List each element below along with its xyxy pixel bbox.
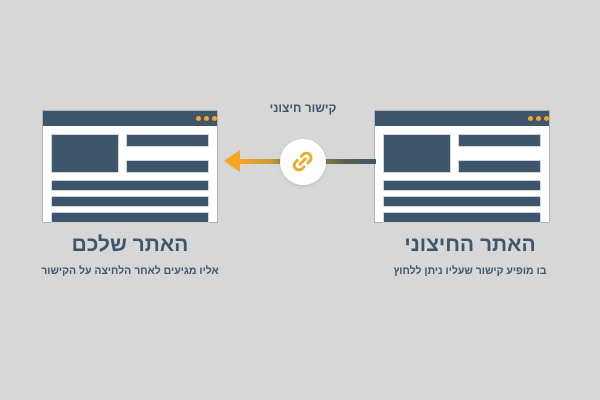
link-icon bbox=[290, 149, 316, 175]
browser-titlebar bbox=[43, 111, 217, 126]
body-text-line-2 bbox=[51, 196, 209, 207]
body-text-line-1 bbox=[51, 180, 209, 191]
link-badge bbox=[280, 139, 326, 185]
dot-minimize-icon bbox=[536, 116, 541, 121]
external-site-caption: האתר החיצוני בו מופיע קישור שעליו ניתן ל… bbox=[350, 232, 590, 279]
content-top-row bbox=[51, 134, 209, 173]
side-text-line-2 bbox=[126, 160, 209, 173]
side-text-line-2 bbox=[458, 160, 541, 173]
side-text-column bbox=[458, 134, 541, 173]
page-content bbox=[43, 126, 217, 224]
dot-close-icon bbox=[196, 116, 201, 121]
hero-image-placeholder bbox=[383, 134, 451, 173]
connector-line-left bbox=[238, 159, 286, 164]
your-site-caption: האתר שלכם אליו מגיעים לאחר הלחיצה על הקי… bbox=[10, 232, 250, 279]
external-site-window bbox=[374, 110, 550, 223]
dot-maximize-icon bbox=[212, 116, 217, 121]
side-text-line-1 bbox=[126, 134, 209, 147]
page-content bbox=[375, 126, 549, 224]
dot-maximize-icon bbox=[544, 116, 549, 121]
window-control-dots bbox=[528, 116, 549, 121]
body-text-line-1 bbox=[383, 180, 541, 191]
hero-image-placeholder bbox=[51, 134, 119, 173]
body-text-line-2 bbox=[383, 196, 541, 207]
external-site-subtitle: בו מופיע קישור שעליו ניתן ללחוץ bbox=[393, 265, 547, 278]
side-text-column bbox=[126, 134, 209, 173]
body-text-line-3 bbox=[383, 212, 541, 223]
window-control-dots bbox=[196, 116, 217, 121]
arrow-left-icon bbox=[224, 150, 240, 172]
your-site-window bbox=[42, 110, 218, 223]
dot-close-icon bbox=[528, 116, 533, 121]
connector-line-right bbox=[322, 159, 376, 164]
external-site-title: האתר החיצוני bbox=[404, 233, 536, 256]
content-top-row bbox=[383, 134, 541, 173]
dot-minimize-icon bbox=[204, 116, 209, 121]
browser-titlebar bbox=[375, 111, 549, 126]
connector-label: קישור חיצוני bbox=[269, 101, 337, 115]
side-text-line-1 bbox=[458, 134, 541, 147]
body-text-line-3 bbox=[51, 212, 209, 223]
your-site-title: האתר שלכם bbox=[71, 233, 189, 256]
your-site-subtitle: אליו מגיעים לאחר הלחיצה על הקישור bbox=[41, 265, 219, 278]
